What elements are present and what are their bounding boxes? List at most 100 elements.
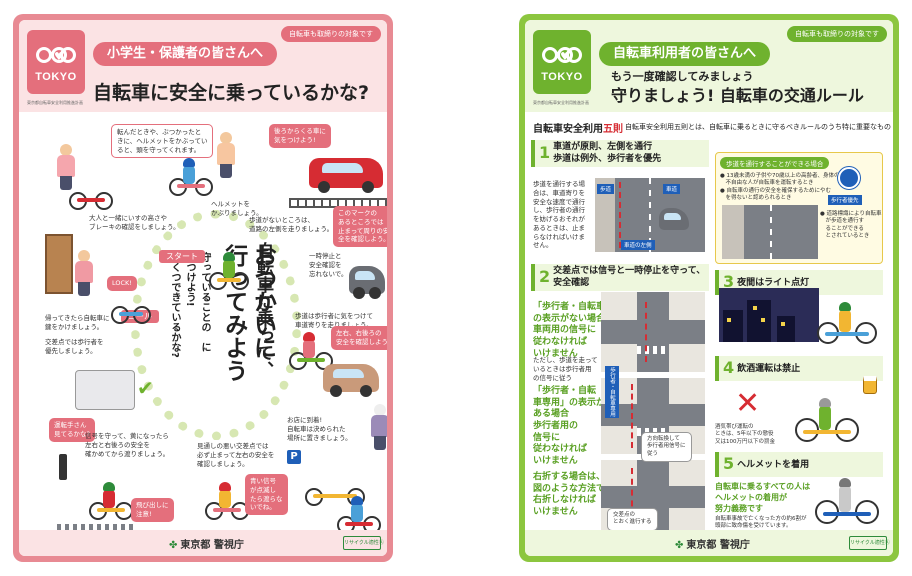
label-proceed: 交差点の とおく進行する: [607, 508, 658, 531]
center-line4b: いくつできているかな?: [169, 252, 180, 358]
rule-2-green-3: 右折する場合は、 図のような方法で 右折しなければ いけません: [533, 472, 606, 518]
tiny-text: 東京都自転車安全利用推進計画: [27, 100, 83, 105]
tip-heading: 歩道を通行することができる場合: [720, 157, 830, 169]
label-turn-direction: 方向転換して 歩行者用信号に 従う: [641, 432, 692, 463]
tokyo-logo: ♥ TOKYO: [533, 30, 591, 94]
caption-stop-check: 一時停止と 安全確認を 忘れないで。: [309, 252, 348, 278]
enforcement-note: 自転車も取締りの対象です: [281, 26, 381, 42]
cyclist-goal: [337, 494, 381, 534]
caption-arrived: お店に到着! 自転車は決められた 場所に置きましょう。: [287, 416, 352, 442]
rule-4-text: 飲酒運転は禁止: [737, 363, 801, 374]
poster-subtitle: もう一度確認してみましょう: [611, 70, 754, 83]
tip-items: ● 13歳未満の子供や70歳以上の高齢者、身体の 不自由な人が自転車を運転すると…: [720, 173, 840, 202]
rule-2-green-2: 「歩行者・自転 車専用」の表示が ある場合 歩行者用の 信号に 従わなければ い…: [533, 386, 606, 467]
sign-description: ● 道路標識により自転車 が歩道を通行す ることができる とされているとき: [820, 211, 882, 240]
caption-pedestrian-priority: 交差点では歩行者を 優先しましょう。: [45, 338, 104, 355]
label-ped-bike-only: 歩行者・自転車専用: [605, 366, 619, 418]
road-label-roadway: 車道: [663, 184, 681, 194]
tokyo-gingko-icon: ✤: [169, 540, 178, 551]
bubble-driver: 運転手さん 見てるかな?: [49, 418, 95, 442]
bubble-blinking-signal: 青い信号 が点滅し たら渡らな いでね。: [245, 474, 288, 516]
center-line1: 自転車に乗って、: [253, 242, 273, 378]
sign-plate-pedestrian-priority: 歩行者優先: [828, 195, 862, 205]
checkmark-icon: ✔: [137, 376, 154, 400]
parent-at-door-figure: [73, 250, 97, 296]
rules-title-b: 五則: [603, 124, 623, 135]
tip-road-diagram: [722, 205, 818, 259]
rule-2-text: 交差点では信号と一時停止を守って、 安全確認: [553, 266, 706, 288]
helmet-cyclist: [815, 468, 879, 524]
right-poster: ♥ TOKYO 自転車利用者の皆さんへ 自転車も取締りの対象です 東京都自転車安…: [519, 14, 899, 562]
bicycle-pedestrian-sign-icon: [838, 167, 860, 189]
right-poster-inner: ♥ TOKYO 自転車利用者の皆さんへ 自転車も取締りの対象です 東京都自転車安…: [525, 20, 893, 556]
org-text: 東京都 警視庁: [180, 540, 244, 551]
audience-label: 自転車利用者の皆さんへ: [599, 42, 771, 66]
center-line3b: をつけよう!: [184, 252, 195, 307]
bubble-car-behind: 後ろからくる車に 気をつけよう!: [269, 124, 331, 148]
helmet-child-cyclist: [169, 152, 213, 196]
center-line3: 守っていることの にをつけよう!いくつできているかな?: [167, 252, 212, 358]
rule-5-text: ヘルメットを着用: [737, 459, 810, 470]
rule-5-desc: 自転車事故で亡くなった方の約6割が 頭部に致命傷を受けています。: [715, 516, 807, 530]
caption-blind-intersection: 見通しの悪い交差点では 必ず止まって左右の安全を 確認しましょう。: [197, 442, 275, 468]
rule-2-number: 2: [539, 267, 551, 287]
logo-text: TOKYO: [541, 71, 583, 83]
start-label: スタート: [159, 250, 205, 263]
org-name: ✤東京都 警視庁: [169, 536, 244, 551]
caption-left-side: 歩道がないところは、 道路の左側を走りましょう。: [249, 216, 334, 233]
cyclist-crossing: [205, 480, 249, 520]
lock-bubble: LOCK!: [107, 276, 137, 291]
logo-text: TOKYO: [35, 71, 77, 83]
left-footer: ✤東京都 警視庁 リサイクル適性Ⓐ: [19, 530, 387, 556]
night-scene: [719, 288, 819, 342]
night-cyclist-with-light: [817, 296, 877, 344]
helmet-mother-figure: [215, 132, 239, 178]
rule-4-number: 4: [723, 358, 735, 377]
audience-label: 小学生・保護者の皆さんへ: [93, 42, 278, 66]
cyclist-intersection: [289, 330, 333, 370]
rule-5-number: 5: [723, 454, 735, 473]
cyclist-start: [209, 250, 249, 290]
right-header: ♥ TOKYO 自転車利用者の皆さんへ 自転車も取締りの対象です 東京都自転車安…: [525, 20, 893, 112]
road-label-sidewalk: 歩道: [597, 184, 615, 194]
right-footer: ✤東京都 警視庁 リサイクル適性Ⓐ: [525, 530, 893, 556]
route-ring: [131, 210, 301, 440]
caption-sidewalk: 歩道は歩行者に気をつけて 車道寄りを走りましょう。: [295, 312, 373, 329]
parking-sign-icon: P: [287, 450, 301, 464]
rule-2-small-1: ただし、歩道を走って いるときは歩行者用 の信号に従う: [533, 356, 598, 382]
rule-2-green-1: 「歩行者・自転車専用」 の表示がない場合 車両用の信号に 従わなければ いけませ…: [533, 302, 633, 359]
poster-title: 守りましょう! 自転車の交通ルール: [611, 86, 864, 105]
rule-3-text: 夜間はライト点灯: [737, 277, 810, 288]
recycle-mark: リサイクル適性Ⓐ: [343, 536, 384, 550]
intersection-diagram-1: [601, 292, 705, 372]
sidewalk-exceptions-box: 歩道を通行することができる場合 ● 13歳未満の子供や70歳以上の高齢者、身体の…: [715, 152, 883, 264]
beer-icon: [863, 376, 877, 394]
recycle-mark: リサイクル適性Ⓐ: [849, 536, 890, 550]
rules-title-a: 自転車安全利用: [533, 124, 603, 135]
road-label-left-side: 車道の左側: [621, 240, 655, 250]
left-poster: ♥ TOKYO 小学生・保護者の皆さんへ 自転車も取締りの対象です 東京都自転車…: [13, 14, 393, 562]
traffic-light-icon: [59, 454, 67, 480]
red-car-icon: [309, 158, 383, 193]
drunk-cyclist: [795, 390, 859, 442]
caption-lock: 帰ってきたら自転車に 鍵をかけましょう。: [45, 314, 110, 331]
org-text: 東京都 警視庁: [686, 540, 750, 551]
tiny-text: 東京都自転車安全利用推進計画: [533, 100, 589, 105]
poster-title: 自転車に安全に乗っているかな?: [93, 82, 370, 104]
rules-title: 自転車安全利用五則: [533, 120, 623, 135]
rule-4-desc: 酒気帯び運転の ときは、5年以下の懲役 又は100万円以下の罰金: [715, 424, 775, 445]
left-header: ♥ TOKYO 小学生・保護者の皆さんへ 自転車も取締りの対象です 東京都自転車…: [19, 20, 387, 112]
mother-figure: [55, 144, 79, 190]
cyclist-crosswalk: [89, 480, 133, 520]
tokyo-logo: ♥ TOKYO: [27, 30, 85, 94]
left-poster-inner: ♥ TOKYO 小学生・保護者の皆さんへ 自転車も取締りの対象です 東京都自転車…: [19, 20, 387, 556]
rule-1-text: 車道が原則、左側を通行 歩道は例外、歩行者を優先: [553, 142, 662, 164]
rule-5-bold: 自転車に乗るすべての人は ヘルメットの着用が 努力義務です: [715, 482, 811, 513]
caption-signal: 信号を守って、黄になったら 左右と右後ろの安全を 確かめてから渡りましょう。: [85, 432, 170, 458]
center-line4a: に: [199, 342, 210, 352]
child-bicycle-icon: [69, 170, 113, 210]
parked-bicycle-home: [111, 292, 151, 324]
